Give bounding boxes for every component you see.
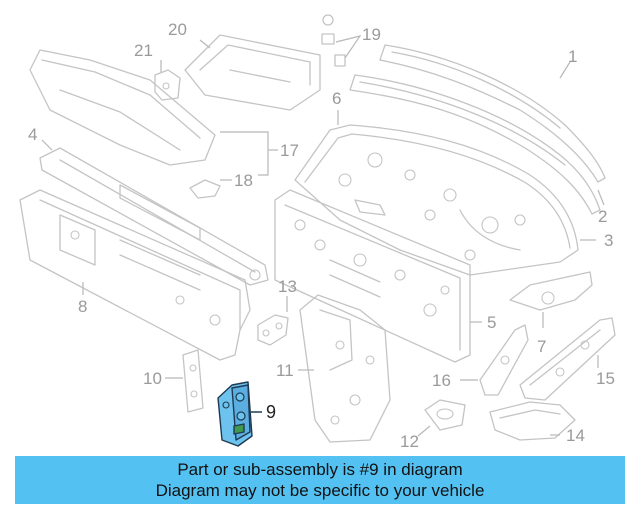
callout-16[interactable]: 16 [432, 371, 451, 390]
callout-7[interactable]: 7 [537, 337, 546, 356]
callout-6[interactable]: 6 [332, 89, 341, 108]
part-20-tray[interactable] [184, 34, 321, 111]
callout-8[interactable]: 8 [78, 297, 87, 316]
info-banner: Part or sub-assembly is #9 in diagram Di… [15, 456, 625, 504]
callout-4[interactable]: 4 [28, 125, 37, 144]
part-7-bracket[interactable] [509, 271, 593, 311]
callout-10[interactable]: 10 [143, 369, 162, 388]
banner-line-2: Diagram may not be specific to your vehi… [155, 481, 485, 500]
part-17-shelf[interactable] [29, 49, 216, 166]
part-15-rail[interactable] [519, 317, 616, 401]
callout-17[interactable]: 17 [280, 141, 299, 160]
part-16-bracket[interactable] [479, 324, 529, 396]
part-1-rail[interactable] [379, 44, 606, 183]
part-18-clip[interactable] [189, 179, 221, 199]
part-4-crossmember[interactable] [39, 147, 269, 286]
callout-12[interactable]: 12 [400, 432, 419, 451]
part-6-rear-panel[interactable] [294, 124, 579, 276]
callout-15[interactable]: 15 [596, 369, 615, 388]
callout-1[interactable]: 1 [568, 47, 577, 66]
part-2-rail[interactable] [349, 74, 601, 215]
part-14-housing[interactable] [489, 401, 576, 441]
callout-9[interactable]: 9 [266, 402, 276, 422]
part-8-beam[interactable] [19, 189, 251, 361]
part-5-floor-panel[interactable] [274, 189, 471, 363]
callout-14[interactable]: 14 [566, 426, 585, 445]
callout-13[interactable]: 13 [278, 277, 297, 296]
part-13-plate[interactable] [257, 314, 289, 346]
callout-21[interactable]: 21 [134, 41, 153, 60]
parts-diagram: 1 2 3 6 5 [19, 14, 616, 451]
part-12-bracket[interactable] [424, 399, 466, 431]
callout-18[interactable]: 18 [234, 171, 253, 190]
part-11-pillar[interactable] [299, 294, 391, 443]
part-19-clips[interactable] [321, 14, 346, 67]
part-10-bracket[interactable] [182, 349, 204, 413]
callout-20[interactable]: 20 [168, 20, 187, 39]
part-21-bracket[interactable] [154, 69, 181, 101]
banner-line-1: Part or sub-assembly is #9 in diagram [177, 460, 463, 479]
callout-5[interactable]: 5 [487, 313, 496, 332]
part-9-highlighted-bracket[interactable] [217, 381, 253, 447]
callout-2[interactable]: 2 [598, 207, 607, 226]
callout-19[interactable]: 19 [362, 25, 381, 44]
callout-11[interactable]: 11 [276, 361, 294, 380]
callout-3[interactable]: 3 [604, 231, 613, 250]
